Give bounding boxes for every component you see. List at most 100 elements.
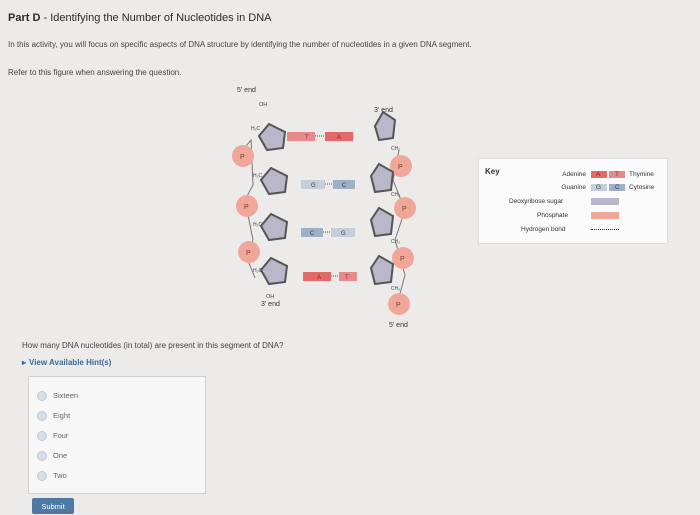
h2c-left-2: H₂C bbox=[253, 173, 263, 179]
phosphate-left-2-label: P bbox=[244, 204, 249, 211]
base-c-3 bbox=[301, 228, 323, 237]
phosphate-right-2 bbox=[394, 197, 416, 219]
refer-text: Refer to this figure when answering the … bbox=[8, 68, 182, 77]
right-3-end-label: 3' end bbox=[374, 107, 393, 114]
dna-figure: 5' end 3' end 3' end 5' end OH OH OH P P… bbox=[232, 87, 416, 329]
page-title: Part D - Identifying the Number of Nucle… bbox=[8, 12, 272, 24]
ch2-right-1: CH₂ bbox=[391, 146, 400, 152]
key-adenine-label: Adenine bbox=[562, 171, 586, 178]
phosphate-right-2-label: P bbox=[402, 206, 407, 213]
phosphate-left-1-label: P bbox=[240, 154, 245, 161]
base-a-1-label: A bbox=[337, 135, 341, 141]
left-5-end-label: 5' end bbox=[237, 87, 256, 94]
base-t-4 bbox=[339, 272, 357, 281]
left-3-end-label: 3' end bbox=[261, 301, 280, 308]
base-g-2 bbox=[301, 180, 325, 189]
base-g-2-label: G bbox=[311, 183, 316, 189]
base-t-1 bbox=[287, 132, 315, 141]
option-two[interactable]: Two bbox=[37, 471, 67, 482]
phosphate-right-4 bbox=[388, 293, 410, 315]
sugar-right-4 bbox=[369, 254, 395, 286]
view-hints-link[interactable]: ▸View Available Hint(s) bbox=[22, 358, 111, 367]
phosphate-right-1 bbox=[390, 155, 412, 177]
sugar-left-4 bbox=[259, 256, 289, 286]
left-oh-label: OH bbox=[259, 102, 267, 108]
intro-text: In this activity, you will focus on spec… bbox=[8, 40, 472, 49]
sugar-right-1 bbox=[373, 110, 397, 142]
ch2-right-3: CH₂ bbox=[391, 239, 400, 245]
key-thymine-letter: T bbox=[615, 171, 619, 178]
option-label: Two bbox=[53, 471, 67, 480]
key-thymine-label: Thymine bbox=[629, 171, 654, 178]
h2c-left-3: H₂C bbox=[253, 222, 263, 228]
base-c-2-label: C bbox=[342, 183, 347, 189]
right-5-end-label: 5' end bbox=[389, 322, 408, 329]
title-text: Identifying the Number of Nucleotides in… bbox=[50, 12, 272, 24]
phosphate-right-3 bbox=[392, 247, 414, 269]
key-phosphate-swatch bbox=[591, 212, 619, 219]
radio-icon[interactable] bbox=[37, 431, 47, 442]
base-c-2 bbox=[333, 180, 355, 189]
option-one[interactable]: One bbox=[37, 451, 68, 462]
sugar-right-3 bbox=[369, 206, 395, 238]
key-cytosine-swatch bbox=[609, 184, 625, 191]
base-g-3-label: G bbox=[341, 231, 346, 237]
base-t-4-label: T bbox=[345, 275, 349, 281]
view-hints-label: View Available Hint(s) bbox=[29, 358, 112, 367]
option-eight[interactable]: Eight bbox=[37, 411, 71, 422]
phosphate-left-2 bbox=[236, 195, 258, 217]
key-sugar-swatch bbox=[591, 198, 619, 205]
base-c-3-label: C bbox=[310, 231, 315, 237]
left-bottom-oh-label: OH bbox=[266, 294, 274, 300]
option-four[interactable]: Four bbox=[37, 431, 68, 442]
radio-icon[interactable] bbox=[37, 411, 47, 422]
phosphate-left-3 bbox=[238, 241, 260, 263]
key-hbond-swatch bbox=[591, 229, 619, 230]
sugar-left-3 bbox=[259, 212, 289, 242]
base-a-1 bbox=[325, 132, 353, 141]
phosphate-left-1 bbox=[232, 145, 254, 167]
title-separator: - bbox=[40, 12, 51, 24]
phosphate-right-3-label: P bbox=[400, 256, 405, 263]
key-cytosine-letter: C bbox=[615, 184, 620, 191]
key-guanine-label: Guanine bbox=[561, 184, 586, 191]
option-label: Eight bbox=[53, 411, 71, 420]
key-adenine-swatch bbox=[591, 171, 607, 178]
sugar-left-1 bbox=[257, 122, 287, 152]
key-phosphate-label: Phosphate bbox=[537, 212, 569, 219]
radio-icon[interactable] bbox=[37, 451, 47, 462]
figure-key: Key Adenine A T Thymine Guanine G C Cyto… bbox=[478, 158, 668, 244]
base-g-3 bbox=[331, 228, 355, 237]
phosphate-right-1-label: P bbox=[398, 164, 403, 171]
part-label: Part D bbox=[8, 12, 41, 24]
radio-icon[interactable] bbox=[37, 391, 47, 402]
sugar-left-2 bbox=[259, 166, 289, 196]
radio-icon[interactable] bbox=[37, 471, 47, 482]
option-label: Sixteen bbox=[53, 391, 79, 400]
h2c-left-1: H₂C bbox=[251, 126, 261, 132]
phosphate-right-4-label: P bbox=[396, 302, 401, 309]
ch2-right-4: CH₂ bbox=[391, 286, 400, 292]
option-sixteen[interactable]: Sixteen bbox=[37, 391, 79, 402]
submit-button[interactable]: Submit bbox=[32, 498, 74, 514]
key-adenine-letter: A bbox=[596, 171, 601, 178]
option-label: One bbox=[53, 451, 68, 460]
key-guanine-swatch bbox=[591, 184, 607, 191]
key-cytosine-label: Cytosine bbox=[629, 184, 655, 191]
key-thymine-swatch bbox=[609, 171, 625, 178]
base-t-1-label: T bbox=[305, 135, 309, 141]
question-text: How many DNA nucleotides (in total) are … bbox=[22, 341, 284, 350]
sugar-right-2 bbox=[369, 162, 395, 194]
right-backbone bbox=[392, 149, 406, 306]
base-a-4 bbox=[303, 272, 331, 281]
triangle-right-icon: ▸ bbox=[22, 358, 27, 367]
phosphate-left-3-label: P bbox=[246, 250, 251, 257]
answer-options: Sixteen Eight Four One Two bbox=[28, 376, 206, 494]
h2c-left-4: H₂C bbox=[253, 268, 263, 274]
key-sugar-label: Deoxyribose sugar bbox=[509, 198, 564, 205]
base-a-4-label: A bbox=[317, 275, 321, 281]
key-guanine-letter: G bbox=[596, 184, 602, 191]
ch2-right-2: CH₂ bbox=[391, 192, 400, 198]
key-label: Key bbox=[485, 167, 500, 176]
